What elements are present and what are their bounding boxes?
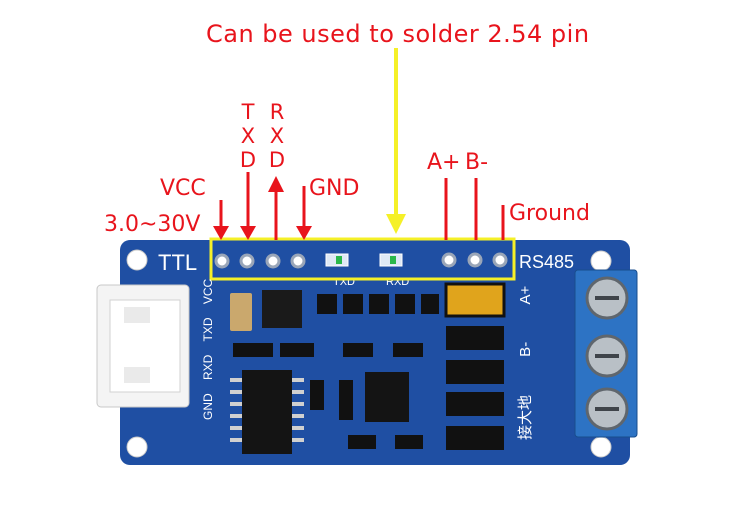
ttl-silkscreen: TTL: [158, 250, 197, 275]
rs485-silkscreen: RS485: [519, 252, 574, 272]
header-arrow: [386, 48, 406, 234]
a-plus-label: A+: [427, 150, 461, 175]
ttl-header-pins: [214, 253, 306, 269]
main-sop-chip: [242, 370, 292, 454]
mounting-hole: [590, 250, 612, 272]
jst-connector: [96, 284, 190, 408]
solder-header-highlight: [209, 237, 516, 281]
gnd-label: GND: [309, 176, 360, 201]
rs485-transceiver-chip: [365, 372, 409, 422]
annotation-arrows: [213, 172, 505, 240]
mounting-hole: [126, 436, 148, 458]
ground-label: Ground: [509, 201, 590, 226]
header-caption: Can be used to solder 2.54 pin: [206, 20, 590, 48]
mounting-hole: [126, 249, 148, 271]
mounting-hole: [590, 436, 612, 458]
tvs-components: [444, 282, 506, 450]
vcc-label: VCC: [160, 176, 206, 201]
terminal-labels: 接大地 B- A+: [517, 285, 534, 440]
b-minus-label: B-: [465, 150, 489, 175]
screw-terminal: [574, 269, 638, 438]
smd-components: [233, 294, 439, 449]
regulator-chip: [262, 290, 302, 328]
connector-pin-labels: GND RXD TXD VCC: [201, 279, 215, 420]
rs485-header-pins: [441, 252, 508, 268]
voltage-label: 3.0~30V: [104, 212, 201, 237]
